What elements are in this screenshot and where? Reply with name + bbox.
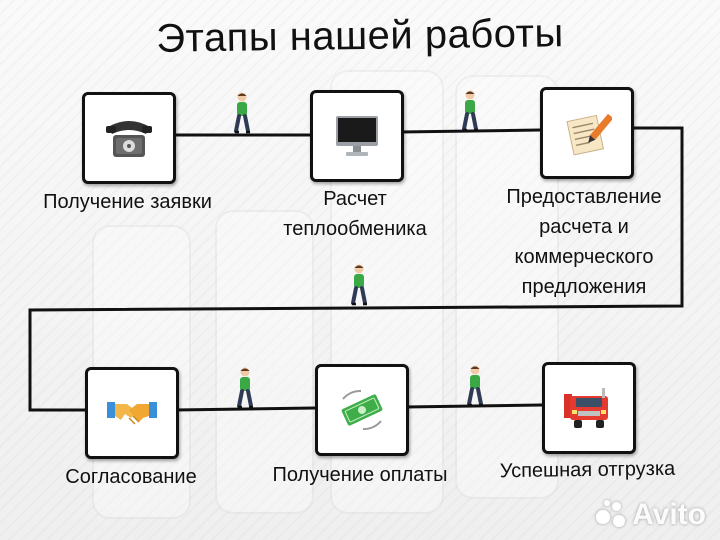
step-label-offer: Предоставление расчета и коммерческого п…: [506, 186, 662, 298]
background-plate: [215, 210, 314, 514]
step-box-shipment: [542, 362, 636, 454]
step-box-request: [82, 92, 176, 184]
watermark: Avito: [594, 498, 706, 532]
step-label-payment: Получение оплаты: [272, 464, 448, 486]
money-icon: [341, 389, 383, 431]
step-label-request: Получение заявки: [43, 191, 212, 213]
walking-person-icon: [237, 367, 253, 409]
step-label-agreement: Согласование: [65, 466, 197, 488]
step-box-calculation: [310, 90, 404, 182]
truck-icon: [564, 388, 608, 428]
handshake-icon: [107, 402, 157, 425]
walking-person-icon: [467, 365, 483, 407]
monitor-icon: [336, 116, 378, 156]
step-box-payment: [315, 364, 409, 456]
walking-person-icon: [234, 92, 250, 134]
step-box-agreement: [85, 367, 179, 459]
watermark-text: Avito: [632, 498, 706, 531]
step-label-shipment: Успешная отгрузка: [499, 457, 676, 483]
document-pen-icon: [566, 113, 612, 156]
walking-person-icon: [462, 90, 478, 132]
step-label-calculation: Расчет теплообменика: [283, 188, 427, 240]
avito-logo-icon: [594, 500, 628, 530]
walking-person-icon: [351, 264, 367, 306]
telephone-icon: [106, 121, 152, 157]
step-box-offer: [540, 87, 634, 179]
